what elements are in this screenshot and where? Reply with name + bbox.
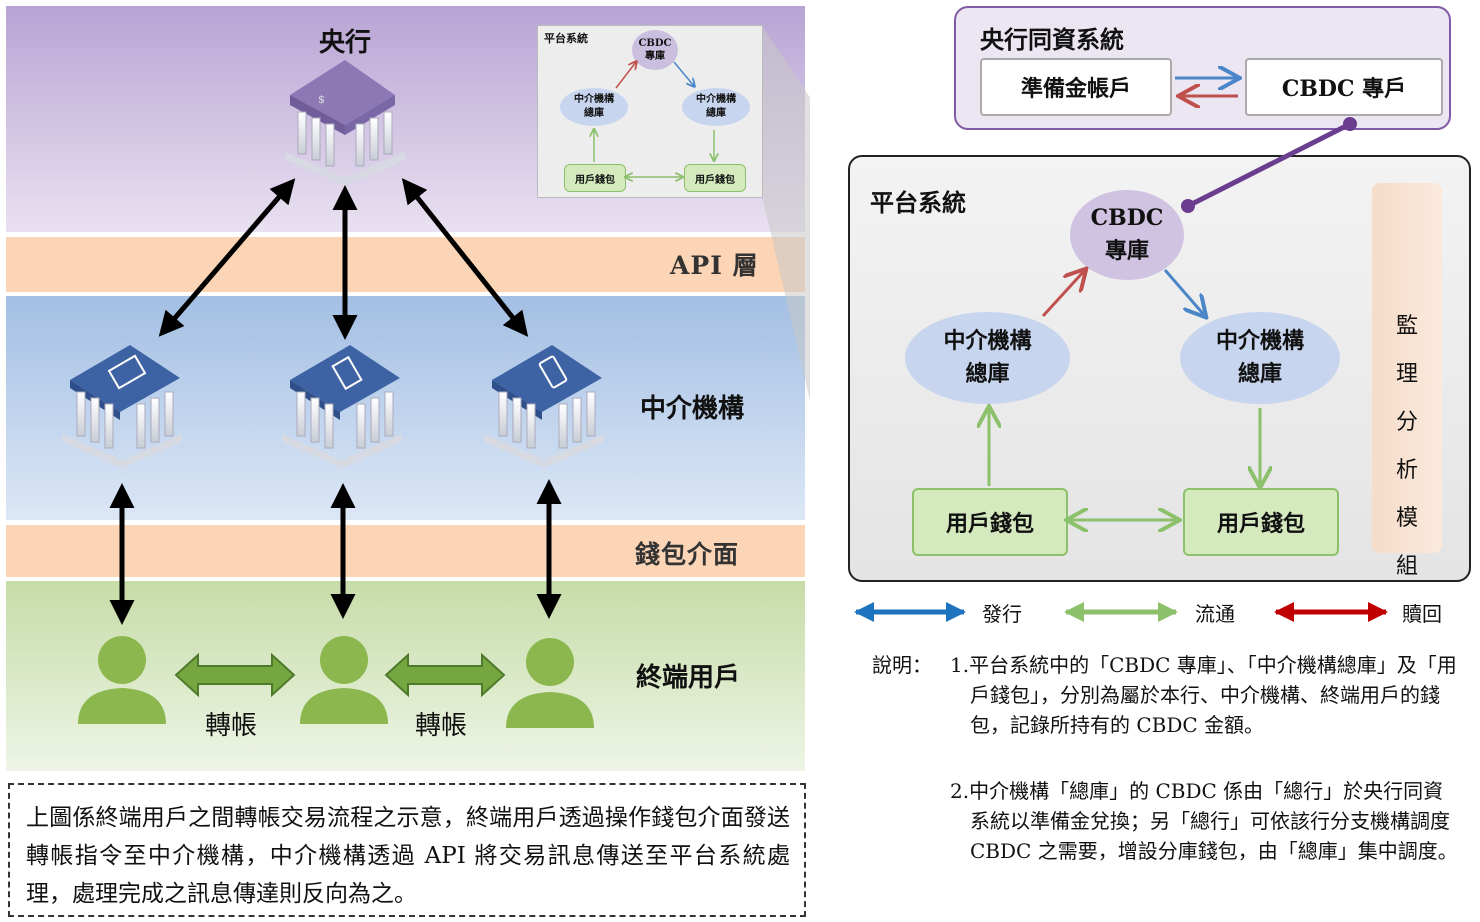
arrow-issue-platform xyxy=(1163,269,1205,316)
connector-dot-top xyxy=(1343,117,1357,131)
platform-title: 平台系統 xyxy=(870,188,966,217)
notes-item-1: 1.平台系統中的「CBDC 專庫」、「中介機構總庫」及「用戶錢包」，分別為屬於本… xyxy=(950,653,1457,737)
thumb-arrows xyxy=(538,26,762,197)
legend-issue-label: 發行 xyxy=(982,602,1022,626)
thumb-inter-left: 中介機構 總庫 xyxy=(560,88,628,126)
intermediary-label: 中介機構 xyxy=(640,394,745,424)
reserve-account-box: 準備金帳戶 xyxy=(980,58,1172,116)
connector-account-vault xyxy=(1186,121,1352,209)
caption-text: 上圖係終端用戶之間轉帳交易流程之示意，終端用戶透過操作錢包介面發送轉帳指令至中介… xyxy=(26,805,790,907)
user-icon-2 xyxy=(300,636,388,724)
monitor-label: 監理分析模組 xyxy=(1395,314,1418,579)
user-icon-1 xyxy=(78,636,166,724)
api-layer-label: API 層 xyxy=(670,251,759,280)
user-wallet-right: 用戶錢包 xyxy=(1183,488,1339,556)
reserve-account-label: 準備金帳戶 xyxy=(1020,76,1131,102)
cbdc-vault: CBDC 專庫 xyxy=(1070,190,1184,280)
intermediary-bank-icon-3 xyxy=(484,345,604,468)
arrow-central-to-bank-3 xyxy=(401,178,529,337)
wallet-interface-label: 錢包介面 xyxy=(635,540,740,569)
notes-prefix: 說明： xyxy=(872,653,932,677)
thumb-wallet-right: 用戶錢包 xyxy=(684,164,746,192)
zoom-wedge xyxy=(762,26,810,401)
inter-vault-left: 中介機構 總庫 xyxy=(905,312,1070,404)
thumb-title: 平台系統 xyxy=(544,32,588,45)
cbdc-account-label: CBDC 專戶 xyxy=(1281,76,1407,102)
monitor-module: 監理分析模組 xyxy=(1372,183,1442,579)
transfer-label-2: 轉帳 xyxy=(415,711,468,741)
intermediary-bank-icon-1 xyxy=(62,345,182,468)
thumb-inter-right: 中介機構 總庫 xyxy=(682,88,750,126)
thumb-cbdc: CBDC 專庫 xyxy=(632,30,678,70)
platform-thumbnail: 平台系統 CBDC 專庫 中介機構 總庫 中介機構 總庫 用戶錢包 用戶錢包 xyxy=(537,25,763,198)
transfer-label-1: 轉帳 xyxy=(205,711,258,741)
central-bank-label: 央行 xyxy=(318,28,371,58)
central-system-box: 央行同資系統 準備金帳戶 CBDC 專戶 xyxy=(954,6,1451,130)
intermediary-bank-icon-2 xyxy=(282,345,402,468)
inter-vault-right: 中介機構 總庫 xyxy=(1180,312,1340,404)
end-user-label: 終端用戶 xyxy=(636,663,741,693)
caption-box: 上圖係終端用戶之間轉帳交易流程之示意，終端用戶透過操作錢包介面發送轉帳指令至中介… xyxy=(8,783,806,917)
legend-circulation-label: 流通 xyxy=(1195,602,1235,626)
transfer-arrow-1 xyxy=(174,652,296,698)
notes-item-2: 2.中介機構「總庫」的 CBDC 係由「總行」於央行同資系統以準備金兌換；另「總… xyxy=(950,779,1458,863)
left-graphics: $ xyxy=(62,26,810,728)
arrow-redeem-platform xyxy=(1041,270,1085,318)
central-bank-icon: $ xyxy=(285,60,405,186)
arrow-central-to-bank-1 xyxy=(158,178,296,337)
wallet-interface-band xyxy=(6,525,805,577)
central-system-title: 央行同資系統 xyxy=(980,25,1124,54)
legend-redeem-label: 贖回 xyxy=(1402,602,1442,626)
connector-dot-bottom xyxy=(1181,199,1195,213)
svg-text:$: $ xyxy=(318,93,325,106)
user-icon-3 xyxy=(506,638,594,728)
cbdc-account-box: CBDC 專戶 xyxy=(1245,58,1443,116)
transfer-arrow-2 xyxy=(384,652,506,698)
